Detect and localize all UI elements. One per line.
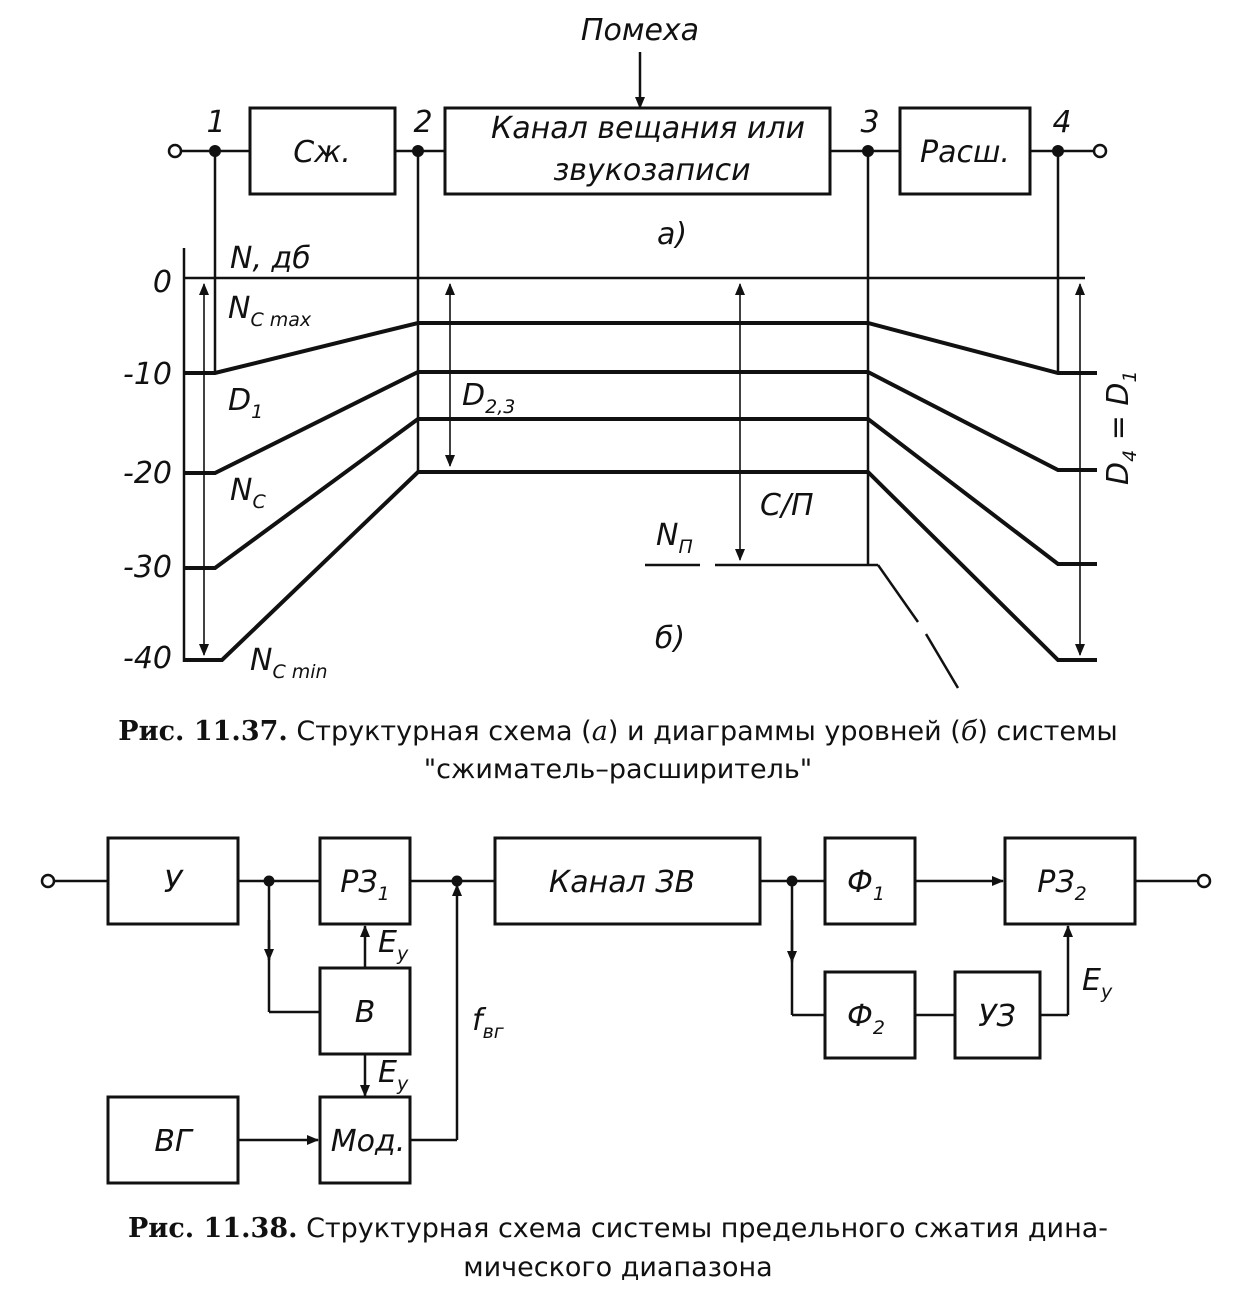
level-trace-max	[184, 321, 1097, 375]
fig2-ey-label-3: Еу	[1082, 963, 1113, 1003]
filter2-label: Ф2	[847, 999, 885, 1039]
fig2-sum-dot	[451, 875, 463, 887]
node-3-label: 3	[860, 105, 879, 140]
node-1-label: 1	[206, 105, 225, 140]
node-4-label: 4	[1052, 105, 1071, 140]
level-trace-min	[184, 470, 1097, 662]
fig2-caption-line2: мического диапазона	[463, 1252, 772, 1283]
sp-label: С/П	[760, 488, 814, 523]
nc-min-label: NC min	[250, 643, 328, 683]
output-terminal	[1092, 143, 1108, 159]
d4-label: D4 = D1	[1101, 370, 1141, 485]
fig1-caption-line1: Рис. 11.37. Структурная схема (а) и диаг…	[118, 716, 1117, 747]
part-a-label: а)	[657, 217, 687, 252]
fig1-block-diagram: Помеха Сж. Канал вещания или звукозаписи…	[167, 13, 1108, 252]
fig2-fvg-label: fвг	[472, 1003, 505, 1043]
fig2-block-diagram: У РЗ1 В Еу Еу ВГ Мод. fвг	[40, 836, 1212, 1185]
fig2-caption: Рис. 11.38. Структурная схема системы пр…	[128, 1213, 1108, 1283]
rz2-label: РЗ2	[1037, 865, 1086, 905]
compressor-label: Сж.	[293, 135, 351, 170]
rz1-label: РЗ1	[340, 865, 389, 905]
nc-label: NC	[230, 473, 266, 513]
channel-label-line2: звукозаписи	[553, 153, 750, 188]
fig2-ey-label-1: Еу	[378, 925, 409, 965]
fig1-caption: Рис. 11.37. Структурная схема (а) и диаг…	[118, 716, 1117, 785]
level-tick-10: -10	[123, 357, 172, 392]
oscillator-label: ВГ	[154, 1124, 194, 1159]
np-label: NП	[656, 518, 693, 558]
fig1-level-diagram: N, дб 0 -10 -20 -30 -40 NC max D1 D2,3 N…	[123, 151, 1141, 689]
amplifier-label: У	[164, 865, 184, 900]
part-b-label: б)	[655, 621, 685, 656]
uz-label: УЗ	[978, 999, 1016, 1034]
node-2-label: 2	[413, 105, 432, 140]
fig2-input-terminal	[40, 873, 56, 889]
level-tick-20: -20	[123, 456, 172, 491]
channel-label-line1: Канал вещания или	[491, 111, 805, 146]
level-tick-0: 0	[153, 265, 172, 300]
fig2-ey-label-2: Еу	[378, 1055, 409, 1095]
noise-level-dash-3	[876, 564, 920, 623]
fig2-channel-label: Канал ЗВ	[549, 865, 695, 900]
noise-label: Помеха	[581, 13, 699, 48]
noise-level-dash-4	[924, 633, 960, 689]
nc-max-label: NC max	[228, 291, 312, 331]
modulator-label: Мод.	[331, 1124, 406, 1159]
level-tick-40: -40	[123, 641, 172, 676]
d23-label: D2,3	[462, 378, 515, 418]
expander-label: Расш.	[920, 135, 1010, 170]
input-terminal	[167, 143, 183, 159]
level-trace-2	[184, 370, 1097, 475]
fig1-caption-line2: "сжиматель–расширитель"	[424, 754, 812, 785]
fig2-caption-line1: Рис. 11.38. Структурная схема системы пр…	[128, 1213, 1108, 1244]
filter1-label: Ф1	[847, 865, 885, 905]
d1-label: D1	[228, 383, 263, 423]
rectifier-label: В	[355, 995, 376, 1030]
level-tick-30: -30	[123, 550, 172, 585]
axis-label: N, дб	[230, 241, 311, 276]
level-trace-3	[184, 417, 1097, 570]
fig2-output-terminal	[1196, 873, 1212, 889]
